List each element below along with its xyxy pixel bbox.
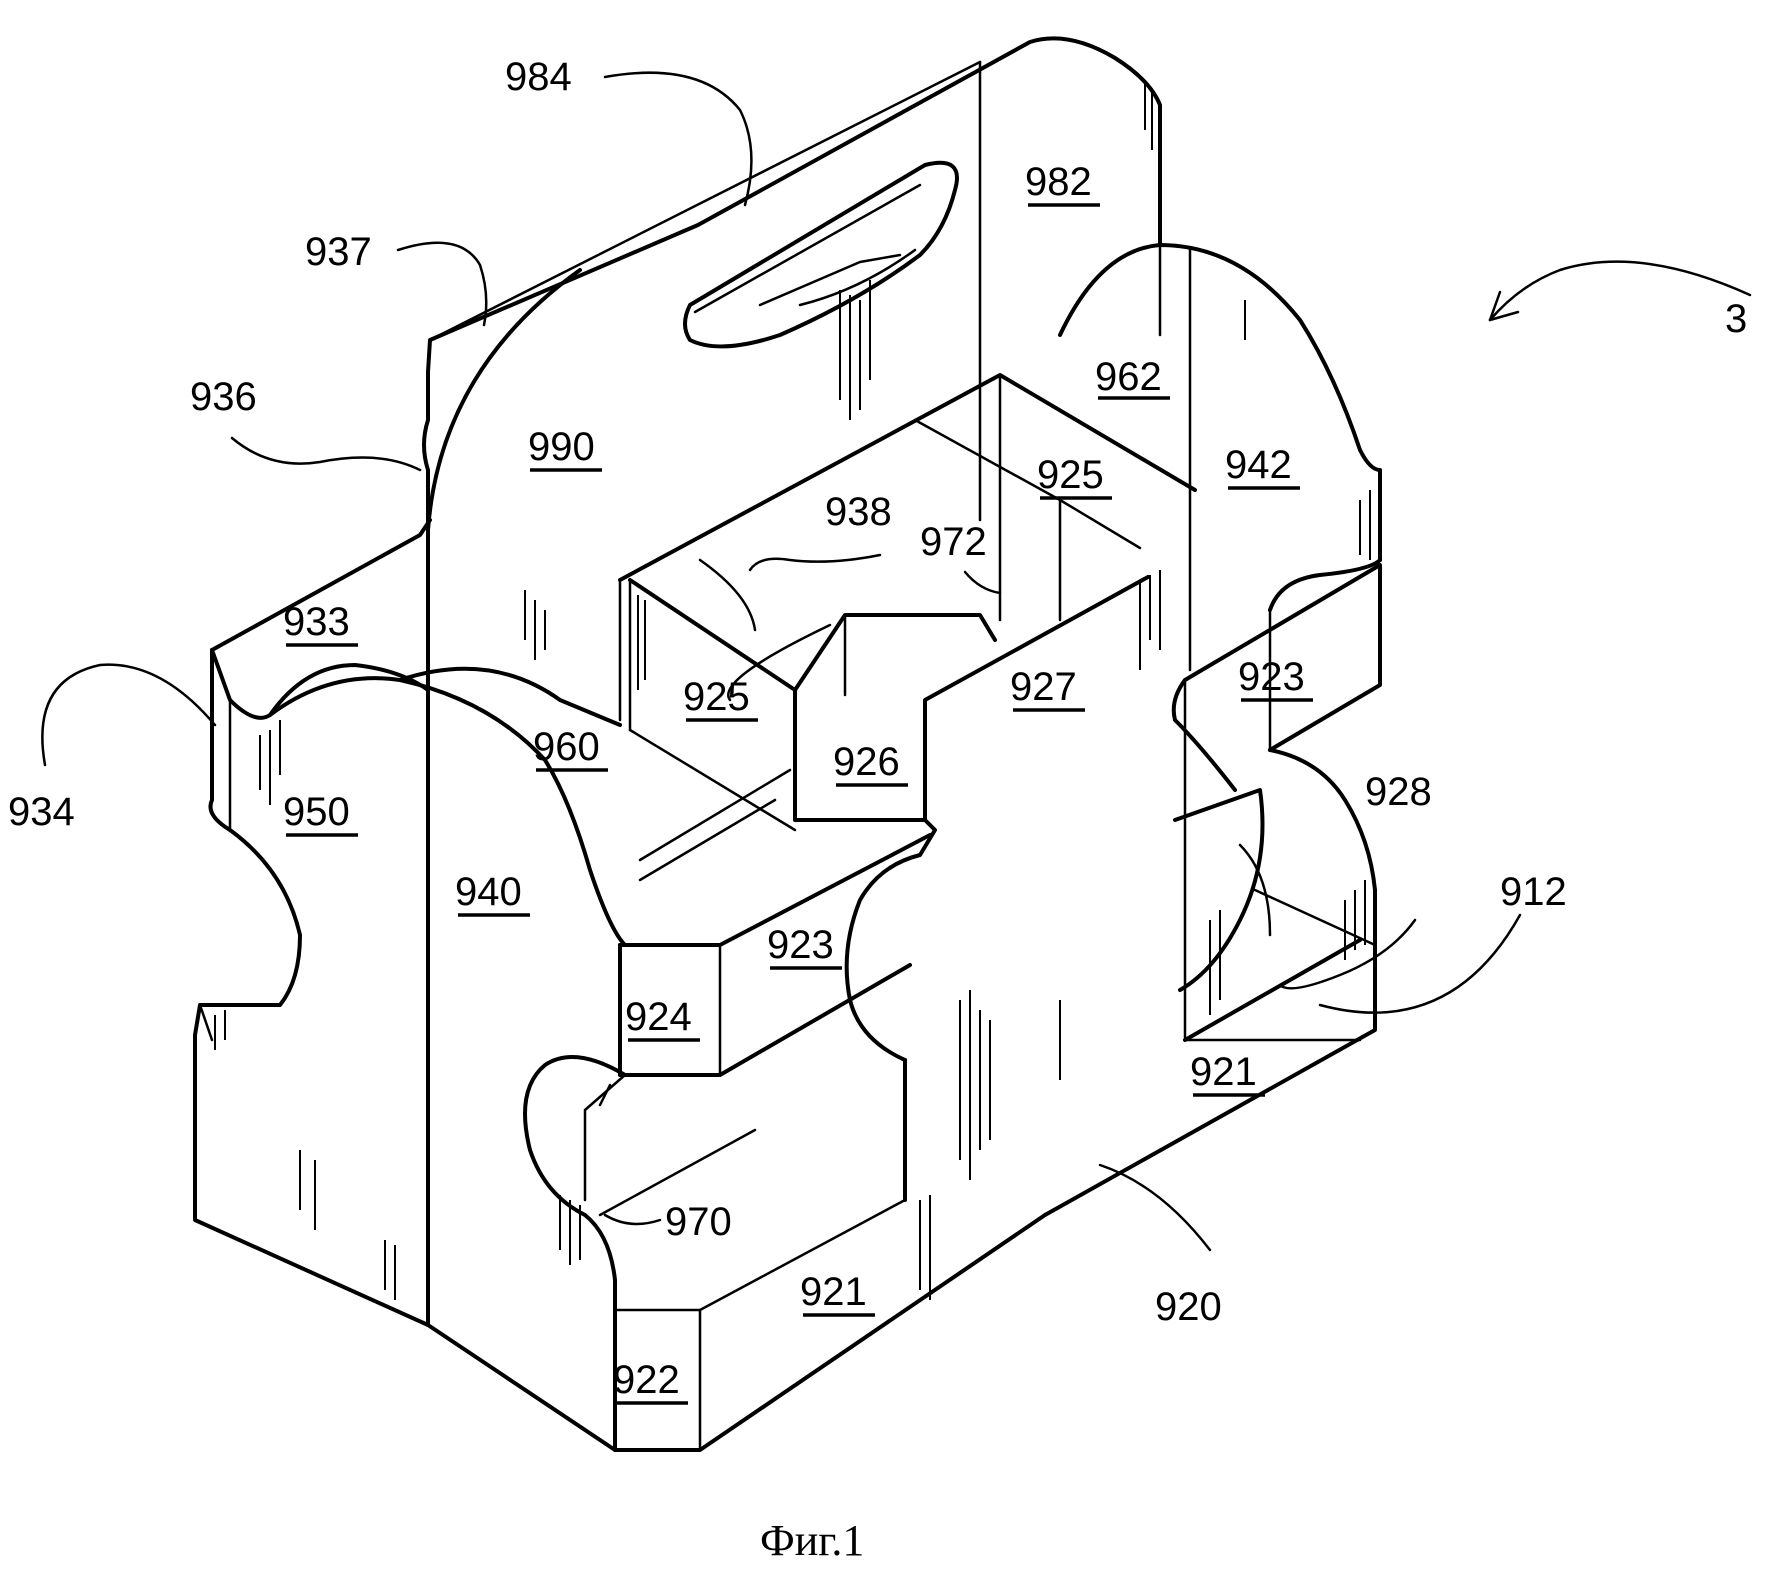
- label-972: 972: [920, 520, 987, 564]
- inner-cells: [620, 375, 1195, 880]
- label-923-front: 923: [767, 923, 834, 967]
- label-923-right: 923: [1238, 655, 1305, 699]
- front-cell-block: [428, 835, 1045, 1450]
- label-912: 912: [1500, 870, 1567, 914]
- figure-caption: Фиг.1: [760, 1516, 864, 1565]
- label-927: 927: [1010, 665, 1077, 709]
- label-934: 934: [8, 790, 75, 834]
- label-984: 984: [505, 55, 572, 99]
- label-925-top: 925: [1037, 453, 1104, 497]
- label-925-mid: 925: [683, 675, 750, 719]
- label-924: 924: [625, 995, 692, 1039]
- label-921-right: 921: [1190, 1050, 1257, 1094]
- label-940: 940: [455, 870, 522, 914]
- right-end-wall: [1060, 245, 1380, 670]
- label-assembly-3: 3: [1725, 297, 1747, 341]
- label-920: 920: [1155, 1285, 1222, 1329]
- label-942: 942: [1225, 443, 1292, 487]
- label-938: 938: [825, 490, 892, 534]
- right-cell-block: [1045, 565, 1380, 1215]
- front-side-wall: [847, 680, 1235, 1200]
- label-970: 970: [665, 1200, 732, 1244]
- label-922: 922: [613, 1358, 680, 1402]
- label-921-front: 921: [800, 1270, 867, 1314]
- label-990: 990: [528, 425, 595, 469]
- label-933: 933: [283, 600, 350, 644]
- label-926: 926: [833, 740, 900, 784]
- label-962: 962: [1095, 355, 1162, 399]
- label-950: 950: [283, 790, 350, 834]
- label-982: 982: [1025, 160, 1092, 204]
- label-937: 937: [305, 230, 372, 274]
- label-928: 928: [1365, 770, 1432, 814]
- reference-labels: 984 982 937 936 990 962 942 925 938 972 …: [8, 55, 1747, 1403]
- label-960: 960: [533, 725, 600, 769]
- label-936: 936: [190, 375, 257, 419]
- leader-lines: [42, 73, 1750, 1250]
